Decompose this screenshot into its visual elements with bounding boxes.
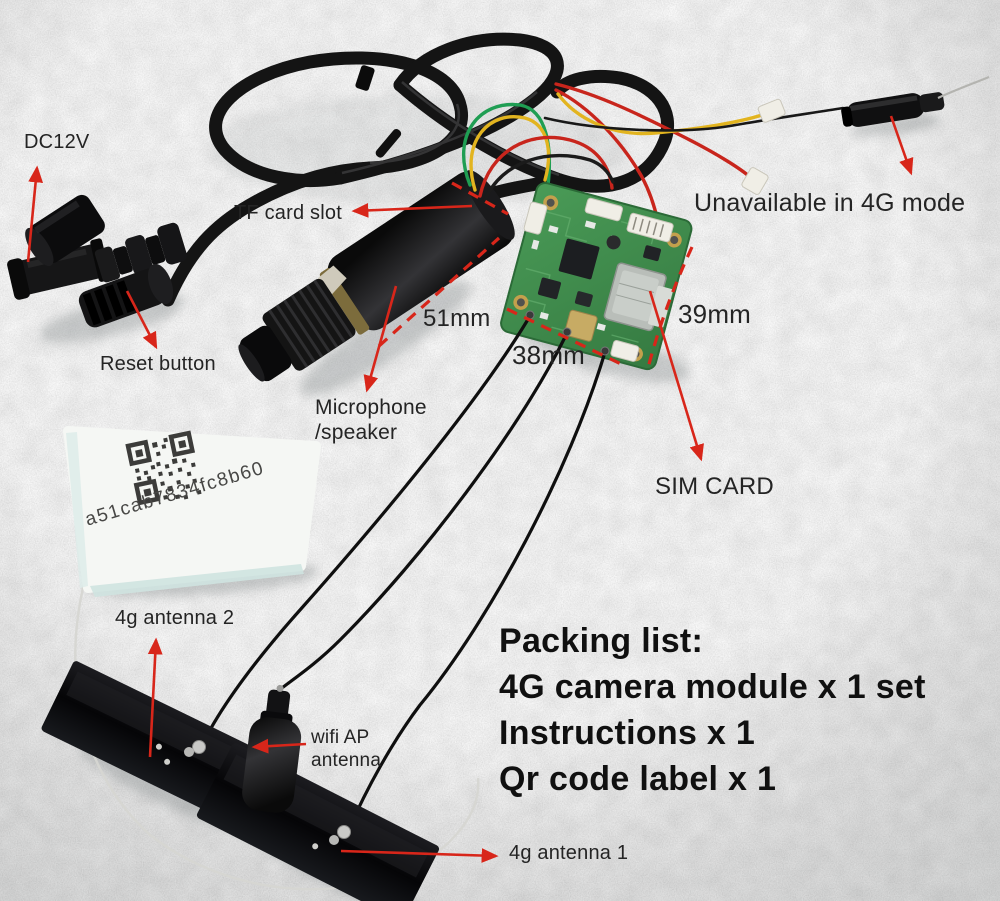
antenna-4g-1-connector xyxy=(329,825,351,845)
lens-barrel xyxy=(238,278,356,382)
arrow-dc12v xyxy=(26,165,44,263)
cable-couplers xyxy=(94,222,188,283)
wifi-antenna-line: antenna xyxy=(311,750,382,771)
dimension-38mm: 38mm xyxy=(512,340,586,370)
wifi-ap-antenna-label: wifi AP antenna xyxy=(311,726,381,772)
reset-button-label: Reset button xyxy=(100,353,216,375)
packing-list-item: 4G camera module x 1 set xyxy=(499,668,926,706)
dimension-lines xyxy=(377,181,694,369)
arrow-antenna-4g-1 xyxy=(340,848,499,863)
dash-51mm xyxy=(377,236,501,348)
reset-button-housing xyxy=(78,263,174,328)
board-connectors xyxy=(523,197,674,243)
coax-cables xyxy=(202,315,607,830)
arrow-unavailable-4g xyxy=(889,115,914,176)
dc-connector-cluster xyxy=(7,194,188,328)
arrow-sim-card xyxy=(648,290,704,462)
zip-tie xyxy=(355,65,402,158)
packing-list-item: Instructions x 1 xyxy=(499,714,756,752)
dash-38mm xyxy=(506,307,622,366)
unavailable-4g-label: Unavailable in 4G mode xyxy=(694,189,966,217)
arrow-reset-button xyxy=(125,290,158,350)
packing-list: Packing list: 4G camera module x 1 set I… xyxy=(499,618,926,802)
wifi-ap-line: wifi AP xyxy=(311,727,370,748)
arrow-tf-card-slot xyxy=(351,202,473,218)
dimension-51mm: 51mm xyxy=(423,305,491,332)
jumper-wires xyxy=(462,82,845,224)
microphone-line: Microphone xyxy=(315,396,427,419)
dash-tf-slot xyxy=(451,181,509,216)
packing-list-title: Packing list: xyxy=(499,622,704,660)
qr-code xyxy=(125,430,202,506)
speaker-line: /speaker xyxy=(315,421,398,444)
arrow-antenna-4g-2 xyxy=(147,637,163,758)
sim-card-label: SIM CARD xyxy=(655,473,774,500)
dash-39mm xyxy=(646,246,694,369)
microphone-speaker-label: Microphone /speaker xyxy=(315,395,427,445)
antenna-4g-2-label: 4g antenna 2 xyxy=(115,607,235,629)
sim-slot xyxy=(603,262,673,332)
arrow-microphone xyxy=(363,285,398,393)
antenna-4g-2-connector xyxy=(184,740,206,757)
dc-plug-cap xyxy=(25,194,105,267)
jst-connector-yellow xyxy=(757,98,786,123)
tf-card-slot-label: TF card slot xyxy=(234,202,342,224)
jst-connector-red xyxy=(741,167,769,195)
packing-list-item: Qr code label x 1 xyxy=(499,760,777,798)
dimension-39mm: 39mm xyxy=(678,299,752,329)
arrow-wifi-ap xyxy=(251,738,307,754)
camera-module xyxy=(238,170,515,382)
qr-label-card xyxy=(63,426,321,597)
annotation-arrows xyxy=(26,115,914,863)
rod-antenna-4g xyxy=(841,75,990,127)
ufl-posts xyxy=(525,310,610,356)
antenna-4g-1-label: 4g antenna 1 xyxy=(509,842,629,864)
dc12v-label: DC12V xyxy=(24,131,90,153)
